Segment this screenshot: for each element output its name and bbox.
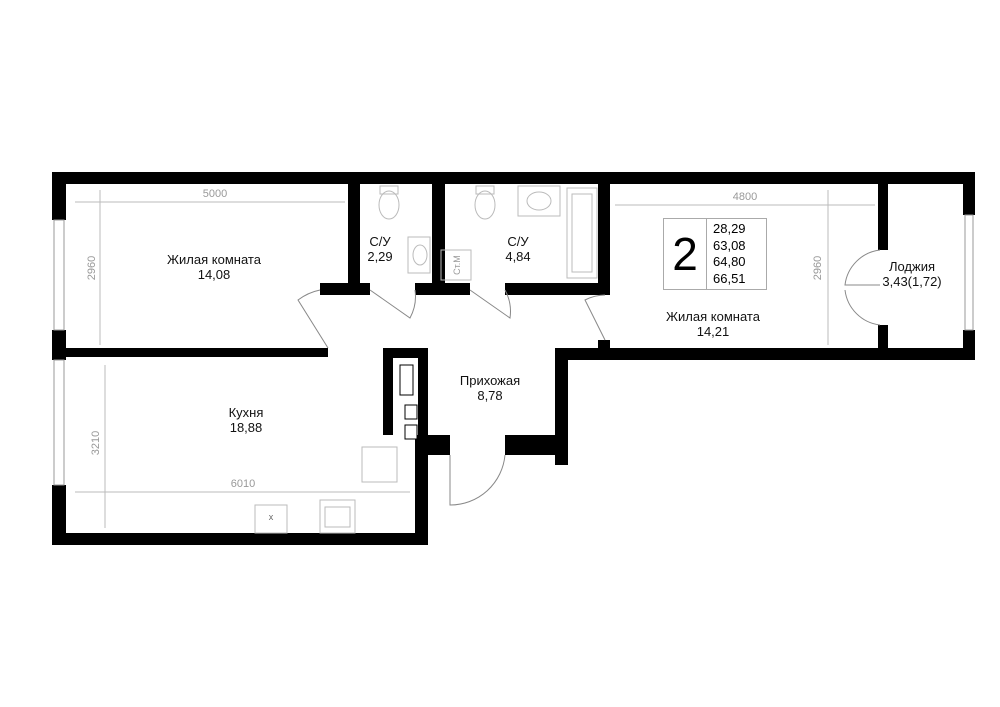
room-area: 18,88 [229,420,263,435]
shaft [399,364,418,440]
fixtures [254,185,598,534]
doors [297,249,881,506]
riser-label: Ст.М [452,255,462,275]
area-total: 66,51 [713,270,746,286]
room-area: 14,21 [696,324,730,339]
walls [52,172,975,545]
room-area: 3,43(1,72) [882,274,942,289]
room-area: 2,29 [367,249,393,264]
room-name: Кухня [228,405,264,420]
room-name: Жилая комната [666,309,760,324]
room-area: 8,78 [477,388,503,403]
dim-room2-height: 2960 [812,255,824,281]
room-area: 4,84 [505,249,531,264]
area-total-reduced: 64,80 [713,254,746,269]
room-name: Прихожая [459,373,521,388]
area-summary: 28,29 63,08 64,80 66,51 [707,219,766,289]
windows [53,214,974,486]
dim-room2-width: 4800 [732,191,758,203]
rooms-count: 2 [664,219,707,289]
area-total-without-loggia: 63,08 [713,237,746,253]
room-name: С/У [369,234,391,249]
dim-room1-height: 2960 [86,255,98,281]
dim-kitchen-height: 3210 [90,430,102,456]
dim-kitchen-width: 6010 [230,478,256,490]
room-name: С/У [507,234,529,249]
room-area: 14,08 [197,267,231,282]
dimension-lines [75,190,875,528]
room-name: Жилая комната [167,252,261,267]
room-name: Лоджия [888,259,936,274]
area-living: 28,29 [713,221,746,236]
washer-label: x [268,512,274,522]
dim-room1-width: 5000 [202,188,228,200]
apartment-info-box: 2 28,29 63,08 64,80 66,51 [663,218,767,290]
